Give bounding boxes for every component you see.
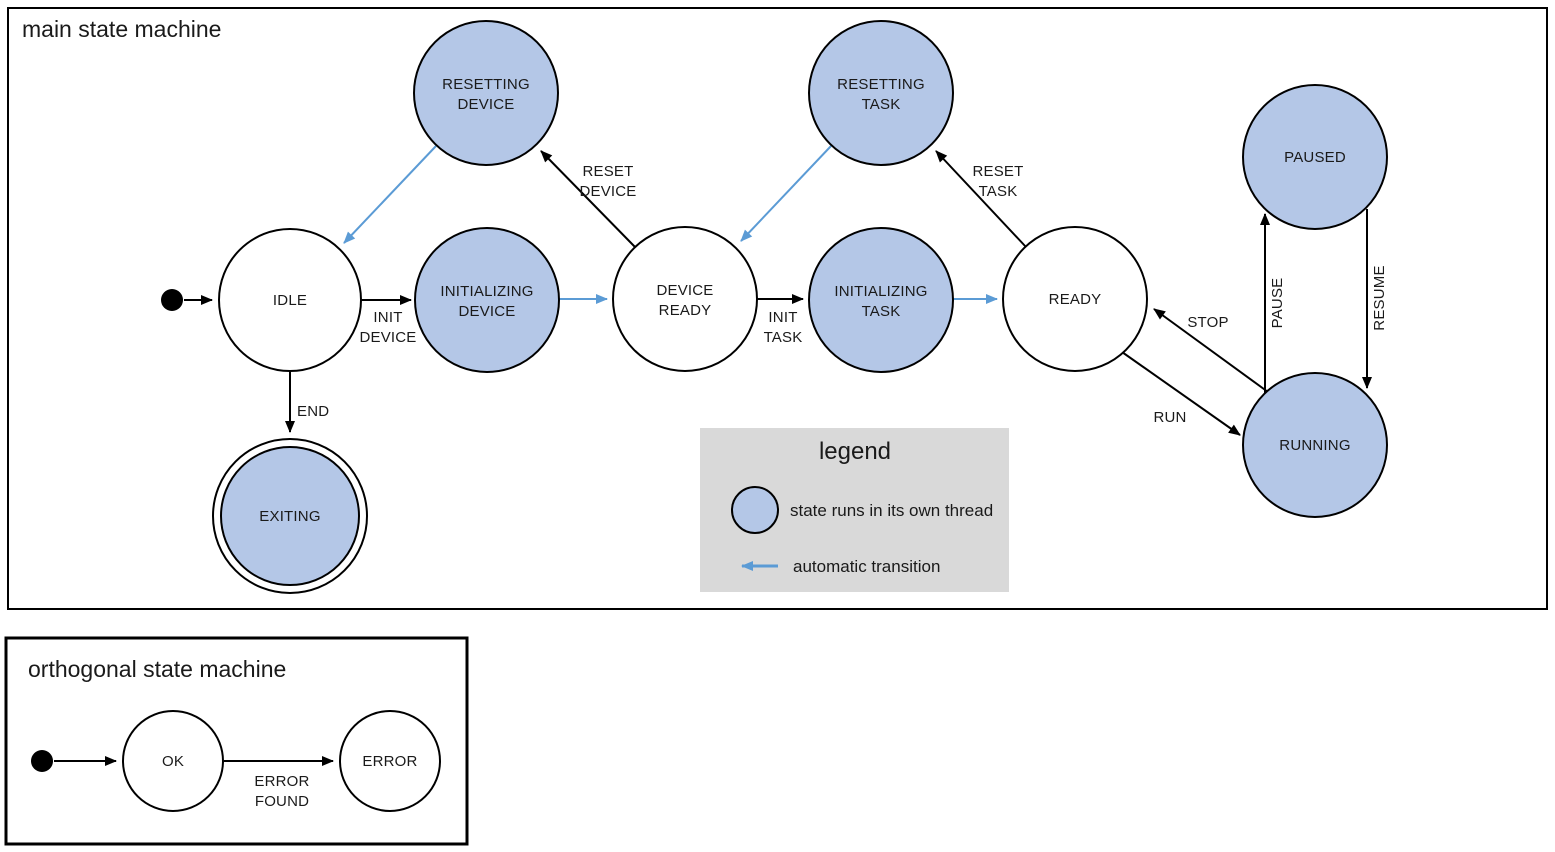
state-label-ok: OK [162, 753, 184, 770]
state-label-resetting-device-1: RESETTING [442, 76, 530, 93]
transition-label-reset-device-1: RESET [582, 163, 633, 180]
transition-label-error-found-2: FOUND [255, 793, 309, 810]
state-label-paused: PAUSED [1284, 149, 1346, 166]
state-label-resetting-task-2: TASK [862, 96, 901, 113]
state-label-initializing-device-1: INITIALIZING [440, 283, 533, 300]
transition-label-init-device-1: INIT [373, 309, 402, 326]
transition-label-init-task-1: INIT [768, 309, 797, 326]
legend-thread-label: state runs in its own thread [790, 501, 993, 520]
state-initializing-task [808, 227, 954, 373]
transition-run [1121, 351, 1241, 436]
initial-state-icon [161, 289, 183, 311]
transition-auto-resettingdevice-to-idle [343, 145, 437, 244]
state-label-idle: IDLE [273, 292, 307, 309]
transition-label-pause: PAUSE [1269, 278, 1286, 329]
orthogonal-initial-state-icon [31, 750, 53, 772]
transition-label-stop: STOP [1187, 314, 1228, 331]
transition-label-init-device-2: DEVICE [359, 329, 416, 346]
state-ok [122, 710, 224, 812]
state-running [1242, 372, 1388, 518]
state-label-device-ready-1: DEVICE [656, 282, 713, 299]
transition-reset-task [935, 150, 1027, 248]
transition-reset-device [540, 150, 636, 248]
state-resetting-task [808, 20, 954, 166]
transition-label-resume: RESUME [1371, 265, 1388, 330]
legend-thread-state-icon [731, 486, 779, 534]
state-initializing-device [414, 227, 560, 373]
transition-label-end: END [297, 403, 329, 420]
orthogonal-state-machine-title: orthogonal state machine [28, 656, 286, 682]
state-resetting-device [413, 20, 559, 166]
transition-label-reset-task-2: TASK [979, 183, 1018, 200]
state-device-ready [612, 226, 758, 372]
legend-title: legend [819, 438, 891, 465]
state-exiting [220, 446, 360, 586]
state-paused [1242, 84, 1388, 230]
transition-label-reset-device-2: DEVICE [579, 183, 636, 200]
state-label-running: RUNNING [1279, 437, 1350, 454]
state-label-resetting-task-1: RESETTING [837, 76, 925, 93]
transition-auto-resettingtask-to-deviceready [740, 145, 832, 242]
state-label-initializing-task-2: TASK [862, 303, 901, 320]
state-label-resetting-device-2: DEVICE [457, 96, 514, 113]
transition-label-init-task-2: TASK [764, 329, 803, 346]
transition-label-run: RUN [1153, 409, 1186, 426]
state-ready [1002, 226, 1148, 372]
main-state-machine-title: main state machine [22, 16, 221, 42]
state-error [339, 710, 441, 812]
state-label-exiting: EXITING [259, 508, 320, 525]
legend-auto-label: automatic transition [793, 557, 940, 576]
state-label-device-ready-2: READY [659, 302, 712, 319]
state-label-initializing-device-2: DEVICE [458, 303, 515, 320]
state-label-ready: READY [1049, 291, 1102, 308]
transition-label-reset-task-1: RESET [972, 163, 1023, 180]
transition-label-error-found-1: ERROR [254, 773, 309, 790]
state-label-error: ERROR [362, 753, 417, 770]
state-label-initializing-task-1: INITIALIZING [834, 283, 927, 300]
transition-stop [1153, 308, 1269, 393]
state-idle [218, 228, 362, 372]
legend: legend state runs in its own thread auto… [700, 428, 1009, 592]
